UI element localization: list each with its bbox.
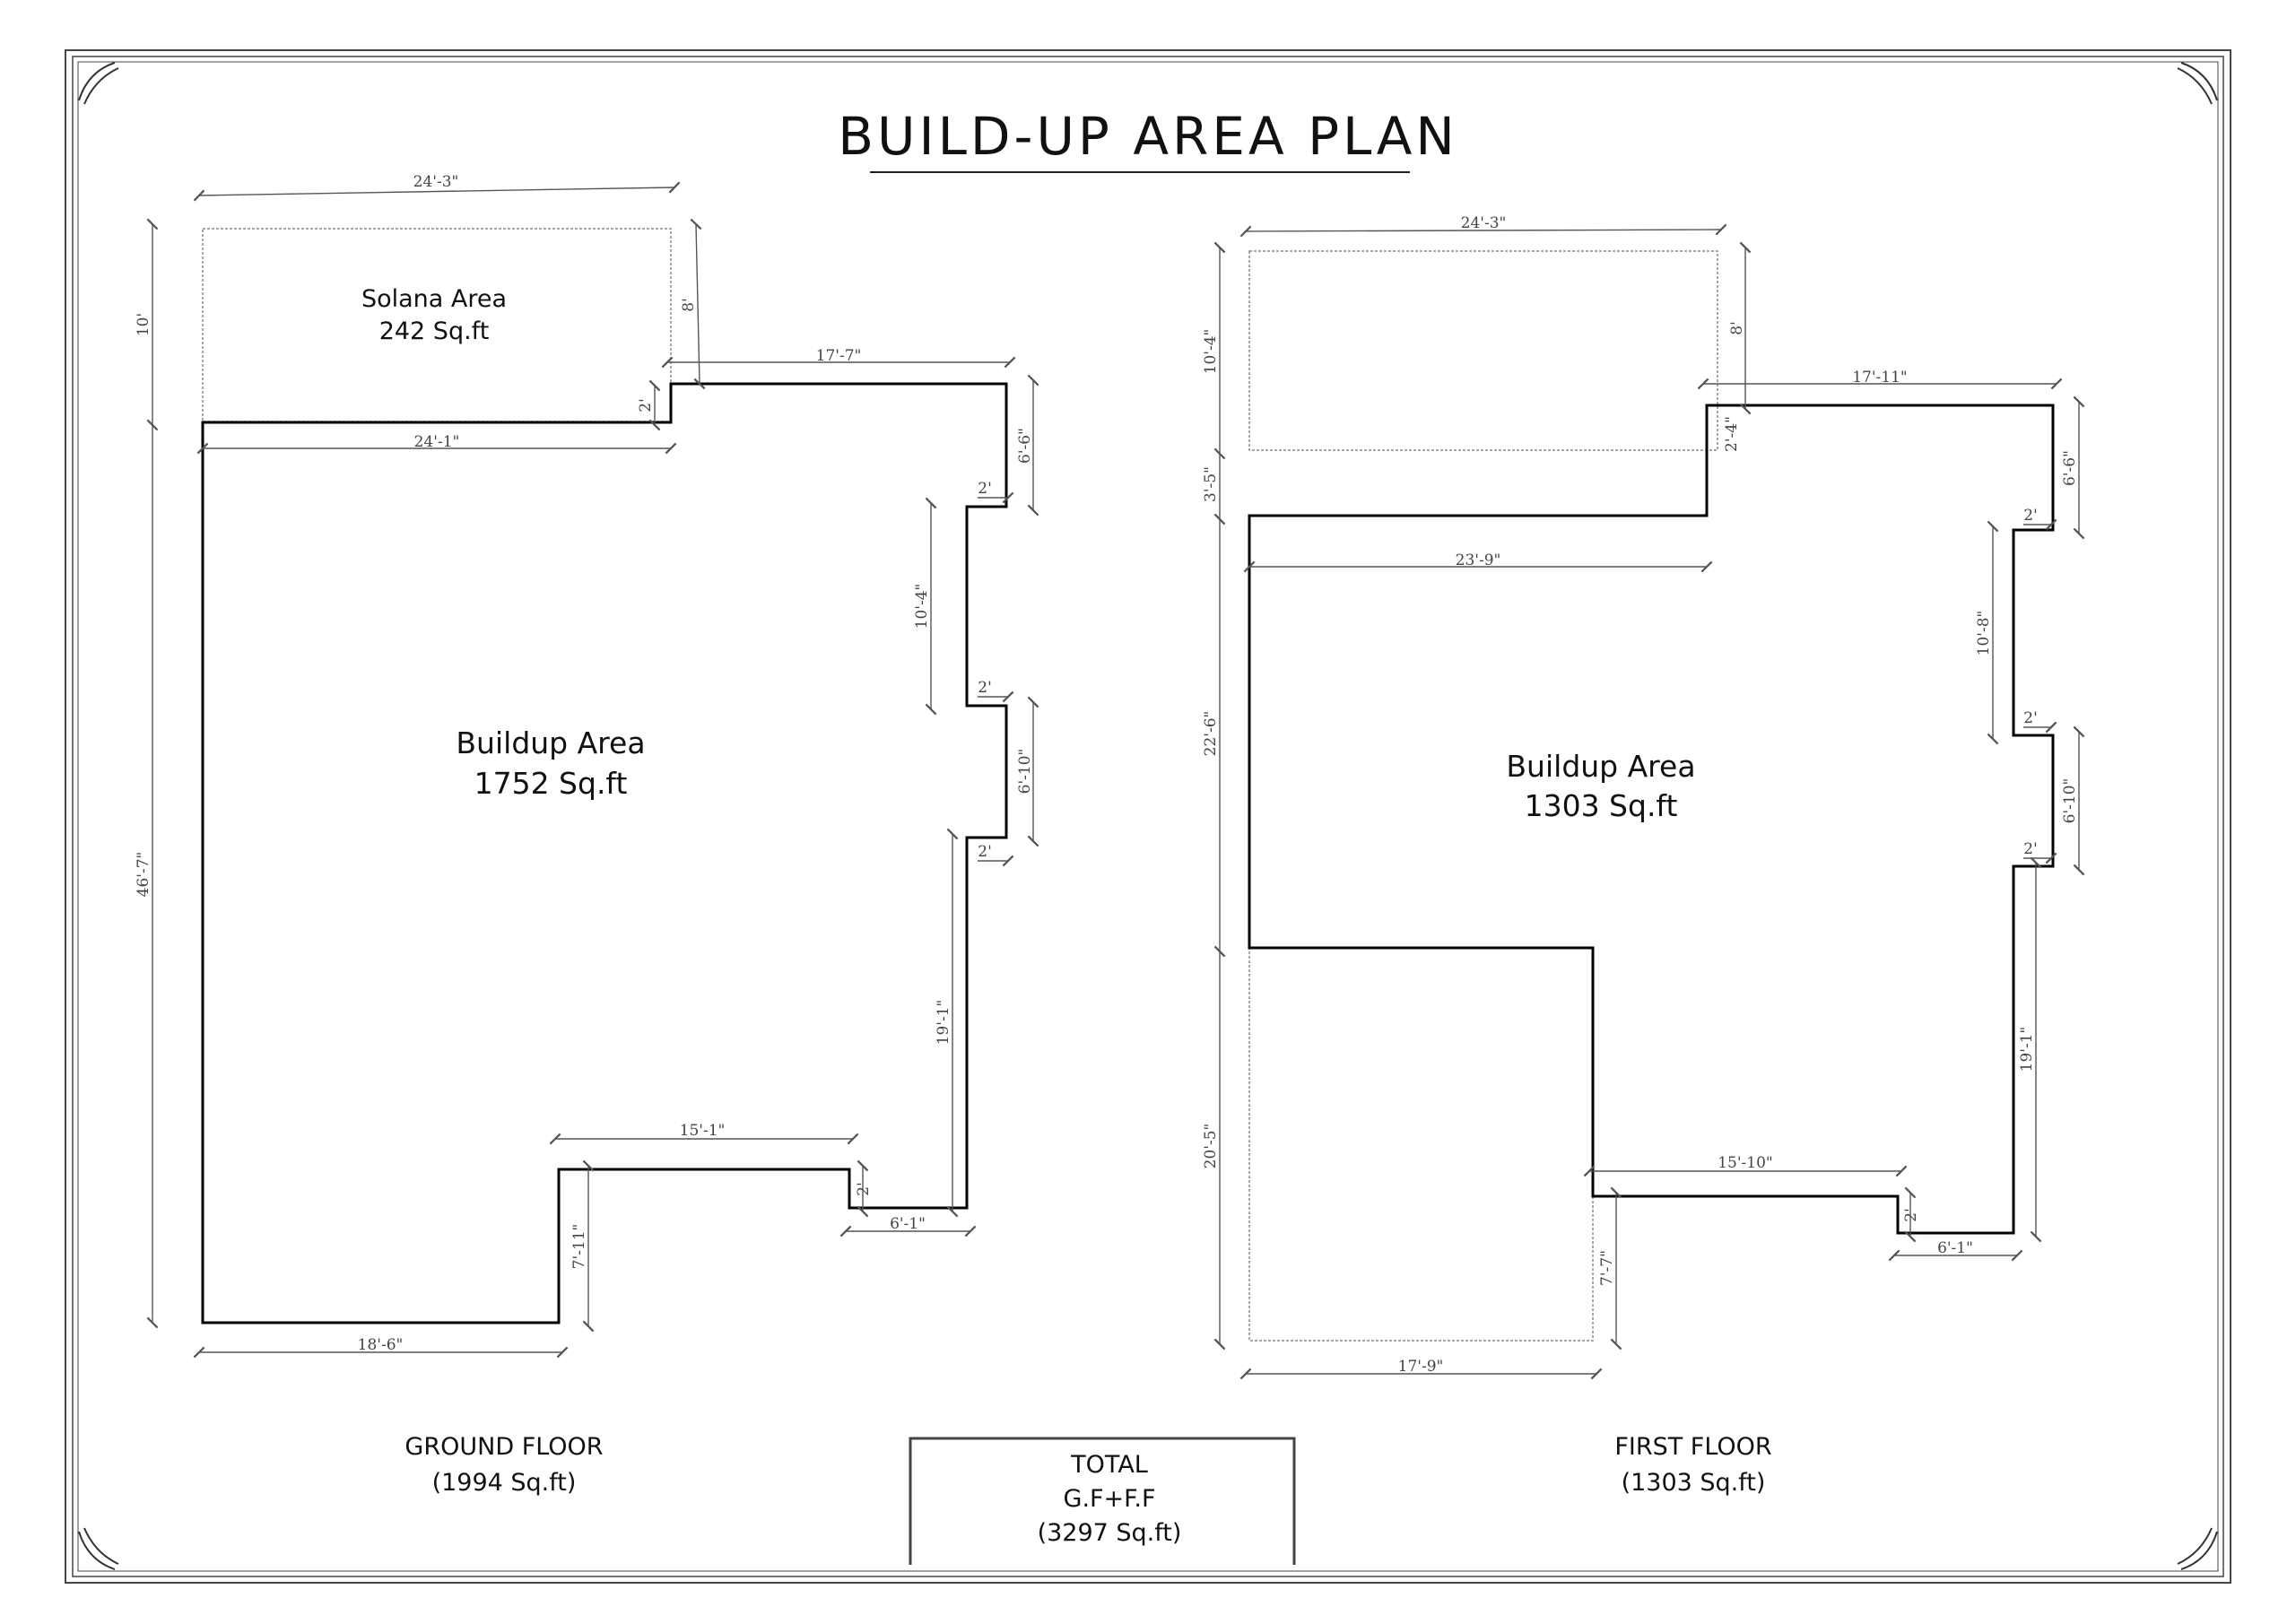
ff-dim-inner-seg-1: 10'-8": [1975, 611, 1993, 656]
ff-dim-left-top: 10'-4": [1202, 329, 1220, 375]
first-floor-plan: Buildup Area 1303 Sq.ft 24'-3": [1202, 214, 2085, 1497]
gf-dim-right-seg-2: 6'-10": [1016, 749, 1034, 795]
first-dimension-lines: [1213, 223, 2085, 1380]
ff-dim-right-seg-1: 6'-6": [2061, 450, 2079, 486]
ff-dim-right-top-width: 17'-11": [1852, 369, 1908, 386]
ground-floor-plan: Solana Area 242 Sq.ft Buildup Area 1752 …: [135, 173, 1039, 1497]
gf-dim-offset-2: 2': [978, 679, 992, 697]
gf-dim-top-width: 24'-3": [413, 173, 459, 191]
ff-dim-bottom-left-height: 7'-7": [1598, 1250, 1616, 1286]
total-floors: G.F+F.F: [1064, 1485, 1156, 1513]
ff-bottom-left-outline: [1248, 947, 1594, 1342]
gf-dim-inner-width: 24'-1": [414, 433, 460, 451]
ff-dim-step-small-2: 2': [1902, 1208, 1920, 1222]
ground-floor-buildup-outline: [201, 382, 1008, 1324]
total-box: TOTAL G.F+F.F (3297 Sq.ft): [909, 1437, 1296, 1565]
gf-dim-offset-1: 2': [978, 480, 992, 498]
gf-dim-inner-seg-2: 19'-1": [935, 1000, 952, 1046]
gf-dim-left-top: 10': [135, 313, 152, 336]
page-title: BUILD-UP AREA PLAN: [838, 106, 1458, 167]
ground-buildup-label: Buildup Area: [456, 725, 645, 760]
gf-dim-offset-3: 2': [978, 843, 992, 861]
gf-dim-bottom-right-width: 6'-1": [890, 1215, 926, 1233]
ff-dim-offset-3: 2': [2023, 840, 2038, 858]
solana-area-label: Solana Area: [361, 285, 507, 313]
ground-floor-caption: GROUND FLOOR: [404, 1433, 603, 1461]
gf-dim-bottom-left-height: 7'-11": [570, 1224, 588, 1270]
ff-dim-bottom-mid-width: 15'-10": [1718, 1154, 1773, 1172]
ff-dim-step-small-1: 2'-4": [1723, 416, 1741, 452]
corner-ornament-icon: [78, 62, 2218, 1570]
gf-dim-solana-depth: 8': [680, 298, 698, 312]
ff-dim-offset-1: 2': [2023, 507, 2038, 525]
ff-dim-left-mid: 22'-6": [1202, 711, 1220, 757]
ground-dimension-lines: [146, 181, 1039, 1359]
total-label: TOTAL: [1070, 1451, 1148, 1479]
first-floor-buildup-outline: [1248, 404, 2055, 1235]
ff-dim-bottom-width: 17'-9": [1398, 1358, 1444, 1376]
gf-dim-inner-seg-1: 10'-4": [913, 584, 931, 630]
ff-dim-right-seg-2: 6'-10": [2061, 778, 2079, 824]
gf-dim-step-small-2: 2': [855, 1182, 873, 1196]
ff-dim-inner-width: 23'-9": [1456, 551, 1501, 569]
gf-dim-left-main: 46'-7": [135, 852, 152, 898]
solana-area-value: 242 Sq.ft: [379, 317, 490, 345]
ff-dim-left-bottom: 20'-5": [1202, 1124, 1220, 1169]
gf-dim-bottom-width: 18'-6": [358, 1336, 404, 1354]
gf-dim-bottom-mid-width: 15'-1": [680, 1122, 726, 1140]
ff-dim-offset-2: 2': [2023, 709, 2038, 727]
ground-buildup-value: 1752 Sq.ft: [474, 766, 628, 801]
first-buildup-label: Buildup Area: [1506, 749, 1695, 784]
first-floor-caption: FIRST FLOOR: [1614, 1433, 1771, 1461]
ff-dim-bottom-right-width: 6'-1": [1937, 1239, 1973, 1257]
gf-dim-right-top-width: 17'-7": [816, 347, 862, 365]
ff-dim-left-second: 3'-5": [1202, 466, 1220, 502]
total-area: (3297 Sq.ft): [1038, 1519, 1182, 1547]
ff-dim-depth-top: 8': [1728, 321, 1746, 335]
ff-dim-top-width: 24'-3": [1461, 214, 1507, 232]
gf-dim-step-small-1: 2': [637, 398, 655, 413]
first-floor-caption-area: (1303 Sq.ft): [1622, 1469, 1766, 1497]
gf-dim-right-seg-1: 6'-6": [1016, 428, 1034, 464]
ff-dim-inner-seg-2: 19'-1": [2018, 1027, 2036, 1073]
first-buildup-value: 1303 Sq.ft: [1525, 788, 1678, 823]
ground-floor-caption-area: (1994 Sq.ft): [432, 1469, 577, 1497]
ff-top-outline: [1248, 250, 1718, 451]
sheet-frame: [65, 49, 2231, 1584]
